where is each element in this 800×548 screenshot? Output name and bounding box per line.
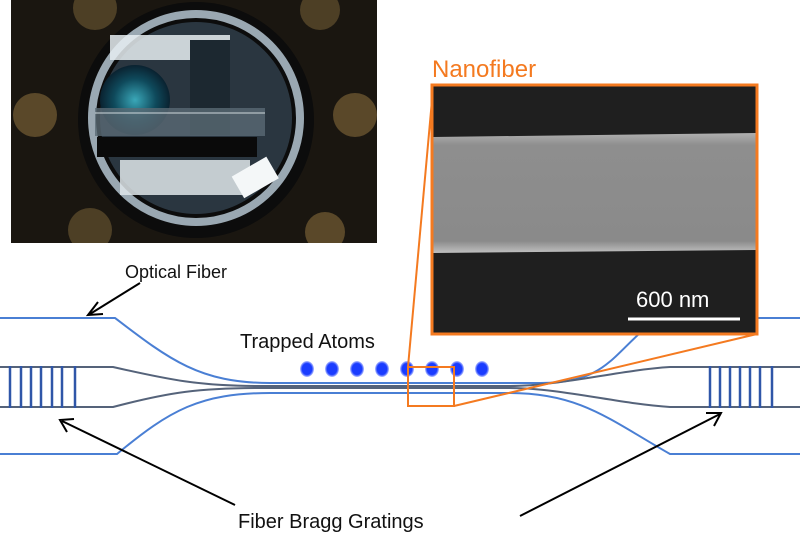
arrow-grating-left [61,420,236,506]
atom [325,361,339,377]
pointer-arrows [58,282,723,517]
atom [350,361,364,377]
arrow-optical-fiber [89,282,141,315]
atom [450,361,464,377]
nanofiber-label: Nanofiber [432,56,536,83]
optical-fiber-label: Optical Fiber [125,262,227,282]
fiber-core [0,366,800,408]
scale-bar-label: 600 nm [636,287,709,312]
optical-fiber-cladding [0,317,800,455]
trapped-atoms [300,361,489,377]
atom [300,361,314,377]
bragg-grating-left [8,366,77,408]
fiber-bragg-gratings-label: Fiber Bragg Gratings [238,511,424,533]
atom [375,361,389,377]
arrow-grating-right [519,413,721,517]
bragg-grating-right [708,366,774,408]
trapped-atoms-label: Trapped Atoms [240,331,375,353]
nanofiber-sem-image [430,83,759,336]
atom [475,361,489,377]
vacuum-chamber-photo [11,0,377,243]
atom [425,361,439,377]
zoom-callout [407,99,758,407]
